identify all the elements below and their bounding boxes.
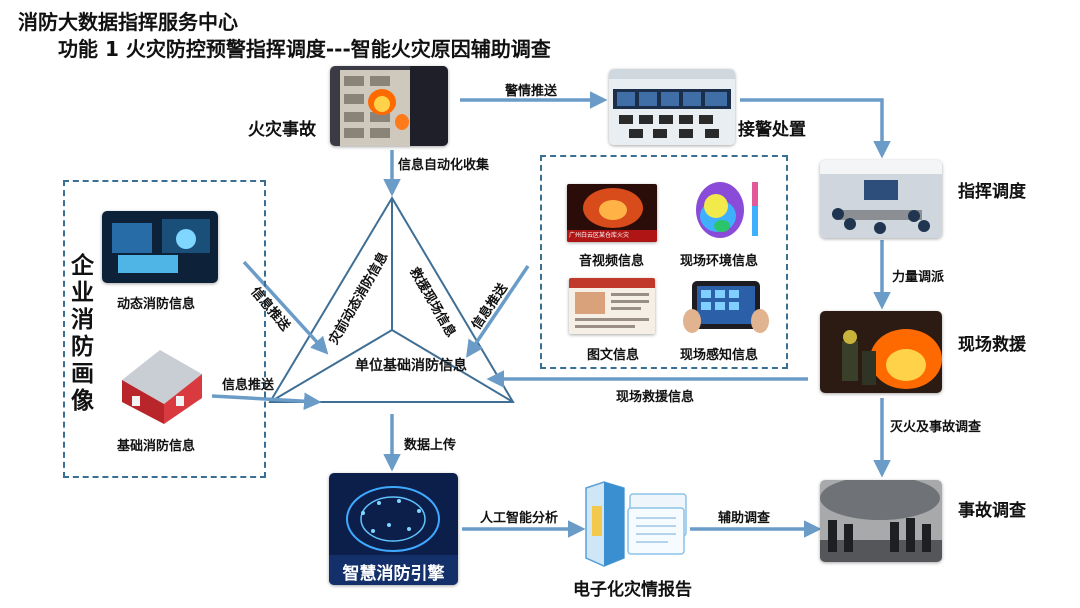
smart-engine-box: 智慧消防引擎 <box>329 473 458 585</box>
edge-extinguish-investigate-label: 灭火及事故调查 <box>890 419 954 436</box>
page-title: 消防大数据指挥服务中心 <box>18 6 238 35</box>
node-accident-investigation-label: 事故调查 <box>958 500 998 522</box>
sense-info-label: 现场感知信息 <box>680 344 758 363</box>
investigation-scene-photo <box>820 480 942 562</box>
edge-assist-investigation-label: 辅助调查 <box>718 507 770 526</box>
node-fire-incident-label: 火灾事故 <box>248 115 316 140</box>
smart-engine-label: 智慧消防引擎 <box>329 559 458 584</box>
av-news-caption: 广州白云区某仓库火灾 <box>569 230 629 239</box>
basic-info-label: 基础消防信息 <box>117 435 195 454</box>
rescue-scene-photo <box>820 311 942 393</box>
triangle-center-label: 单位基础消防信息 <box>355 356 431 376</box>
node-alarm-handling-label: 接警处置 <box>738 115 806 140</box>
node-command-dispatch-label: 指挥调度 <box>958 181 998 203</box>
fire-building-photo <box>330 66 448 146</box>
enterprise-profile-title: 企业消防画像 <box>71 253 99 415</box>
env-info-heatmap <box>686 176 766 242</box>
page-subtitle: 功能 1 火灾防控预警指挥调度---智能火灾原因辅助调查 <box>58 33 551 62</box>
env-info-label: 现场环境信息 <box>680 250 758 269</box>
command-room-photo <box>820 160 942 238</box>
dispatch-center-photo <box>609 69 735 145</box>
fire-report-icon <box>582 478 690 568</box>
edge-ai-analysis-label: 人工智能分析 <box>480 507 558 526</box>
edge-auto-collect-label: 信息自动化收集 <box>398 157 458 174</box>
dynamic-info-photo <box>102 211 218 283</box>
edge-data-upload-label: 数据上传 <box>404 434 456 453</box>
av-info-photo: 广州白云区某仓库火灾 <box>567 184 657 242</box>
edge-alarm-push-label: 警情推送 <box>505 80 557 99</box>
node-onsite-rescue-label: 现场救援 <box>958 334 998 356</box>
node-fire-report-label: 电子化灾情报告 <box>573 575 692 600</box>
doc-info-label: 图文信息 <box>587 344 639 363</box>
doc-info-photo <box>569 278 655 334</box>
edge-info-push-base-label: 信息推送 <box>222 374 274 393</box>
dynamic-info-label: 动态消防信息 <box>117 293 195 312</box>
sense-info-tablet <box>682 277 768 335</box>
basic-info-photo <box>112 340 210 424</box>
edge-rescue-info-label: 现场救援信息 <box>616 386 694 405</box>
av-info-label: 音视频信息 <box>579 250 644 269</box>
edge-force-dispatch-label: 力量调派 <box>892 266 944 285</box>
